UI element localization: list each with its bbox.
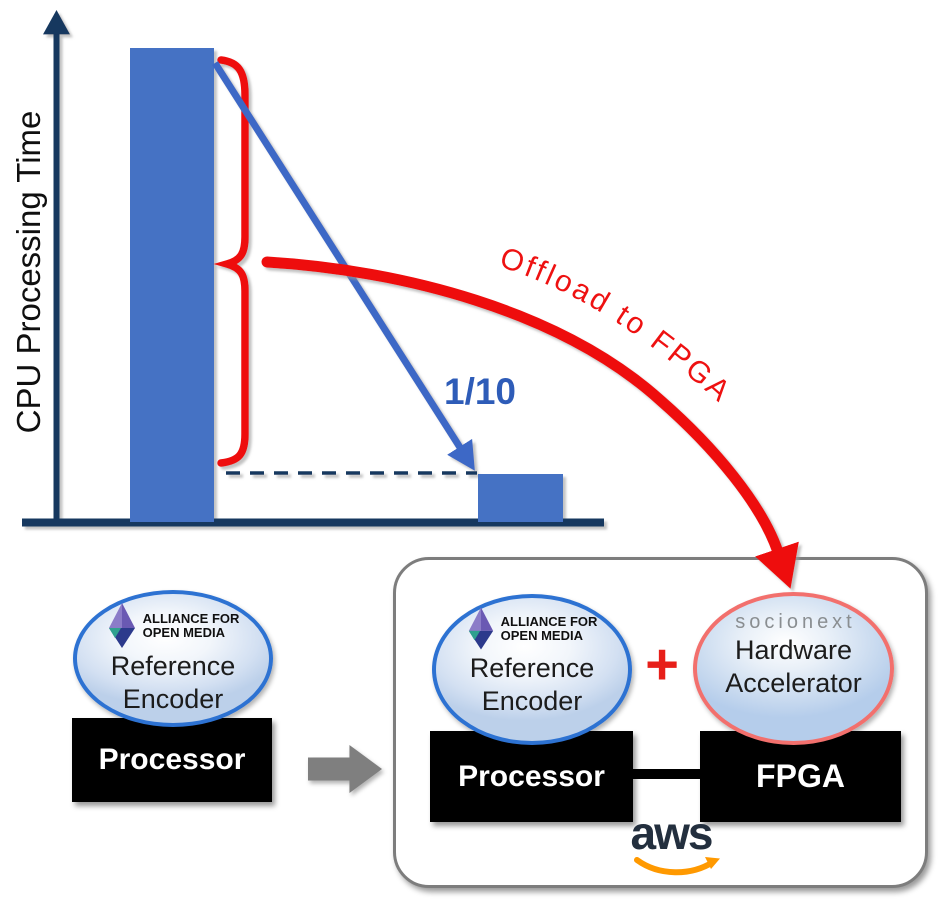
fpga-chip: FPGA bbox=[700, 731, 901, 822]
ratio-label: 1/10 bbox=[444, 371, 516, 412]
offload-label: Offload to FPGA bbox=[496, 241, 738, 409]
fpga-platform-box: ALLIANCE FOR OPEN MEDIA Reference Encode… bbox=[393, 557, 928, 888]
plus-sign: + bbox=[645, 632, 679, 697]
aom-logo-line1: ALLIANCE FOR bbox=[500, 613, 598, 629]
cpu-only-bar bbox=[130, 48, 214, 522]
with-fpga-bar bbox=[478, 474, 563, 522]
transition-arrow bbox=[308, 745, 382, 793]
right-arrow-icon bbox=[308, 745, 382, 793]
aom-logo: ALLIANCE FOR OPEN MEDIA bbox=[107, 603, 240, 649]
fpga-label: FPGA bbox=[756, 758, 845, 794]
aom-logo-icon bbox=[108, 603, 135, 648]
hardware-accelerator-ellipse: socionext Hardware Accelerator bbox=[693, 592, 894, 745]
aom-logo-line1: ALLIANCE FOR bbox=[142, 610, 240, 626]
reference-encoder-ellipse: ALLIANCE FOR OPEN MEDIA Reference Encode… bbox=[73, 590, 273, 727]
brace-icon bbox=[213, 56, 249, 467]
accelerator-title-line2: Accelerator bbox=[725, 667, 862, 698]
aws-logo-text: aws bbox=[630, 807, 714, 859]
encoder-title-line2: Encoder bbox=[481, 685, 583, 716]
encoder-title: Reference Encoder bbox=[470, 652, 595, 718]
encoder-title-line1: Reference bbox=[110, 651, 236, 681]
aom-logo-text: ALLIANCE FOR OPEN MEDIA bbox=[500, 613, 598, 644]
aom-logo-icon bbox=[468, 607, 493, 650]
aom-logo-line2: OPEN MEDIA bbox=[142, 625, 225, 640]
socionext-logo: socionext bbox=[735, 611, 856, 633]
processor-fpga-connector bbox=[633, 769, 700, 779]
accelerator-title: Hardware Accelerator bbox=[725, 634, 862, 700]
encoder-title-line2: Encoder bbox=[122, 683, 224, 714]
aws-smile-icon bbox=[634, 857, 720, 876]
y-axis-label: CPU Processing Time bbox=[10, 111, 47, 434]
processor-chip-2: Processor bbox=[430, 731, 633, 822]
offload-arrow bbox=[261, 256, 799, 589]
encoder-title: Reference Encoder bbox=[111, 650, 236, 716]
processor-label: Processor bbox=[458, 759, 605, 793]
offload-arrow-icon bbox=[261, 256, 799, 589]
processor-label: Processor bbox=[98, 743, 246, 776]
processing-time-chart bbox=[22, 10, 604, 527]
encoder-title-line1: Reference bbox=[469, 653, 595, 683]
processor-chip: Processor bbox=[72, 718, 272, 802]
reference-encoder-ellipse-2: ALLIANCE FOR OPEN MEDIA Reference Encode… bbox=[432, 594, 632, 745]
aom-logo-text: ALLIANCE FOR OPEN MEDIA bbox=[142, 610, 240, 641]
reduction-arrow-icon bbox=[212, 61, 475, 471]
aom-logo-line2: OPEN MEDIA bbox=[500, 628, 583, 643]
accelerator-title-line1: Hardware bbox=[734, 635, 853, 665]
aom-logo-2: ALLIANCE FOR OPEN MEDIA bbox=[467, 607, 598, 651]
